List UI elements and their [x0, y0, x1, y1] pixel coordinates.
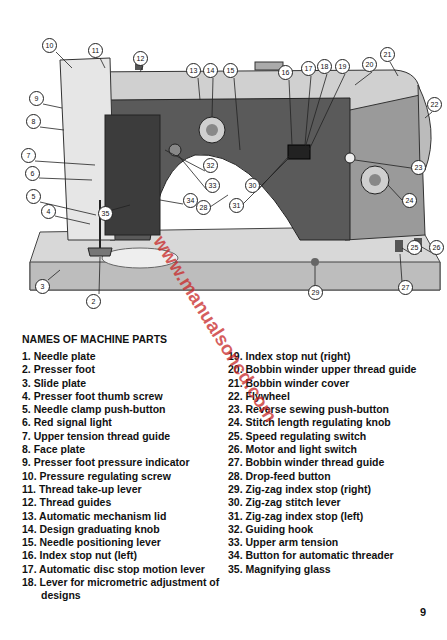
- part-name: 33. Upper arm tension: [228, 536, 423, 549]
- callout-number: 18: [317, 59, 332, 74]
- part-name: 9. Presser foot pressure indicator: [22, 456, 222, 469]
- callout-number: 24: [402, 193, 417, 208]
- callout-number: 10: [42, 38, 57, 53]
- callout-number: 30: [245, 178, 260, 193]
- page-number: 9: [420, 606, 426, 618]
- part-name: 31. Zig-zag index stop (left): [228, 510, 423, 523]
- part-name: 27. Bobbin winder thread guide: [228, 456, 423, 469]
- callout-number: 23: [411, 160, 426, 175]
- part-name: 28. Drop-feed button: [228, 470, 423, 483]
- callout-number: 4: [41, 204, 56, 219]
- callout-number: 5: [26, 189, 41, 204]
- part-name: 30. Zig-zag stitch lever: [228, 496, 423, 509]
- callout-number: 6: [25, 166, 40, 181]
- callout-number: 35: [98, 206, 113, 221]
- callout-number: 12: [133, 51, 148, 66]
- part-name: 4. Presser foot thumb screw: [22, 390, 222, 403]
- callout-number: 19: [335, 59, 350, 74]
- callout-number: 21: [380, 47, 395, 62]
- part-name: 2. Presser foot: [22, 363, 222, 376]
- list-heading: NAMES OF MACHINE PARTS: [22, 333, 167, 345]
- part-name: 1. Needle plate: [22, 350, 222, 363]
- part-name: 26. Motor and light switch: [228, 443, 423, 456]
- callout-number: 32: [203, 158, 218, 173]
- callout-number: 17: [301, 61, 316, 76]
- part-name: 12. Thread guides: [22, 496, 222, 509]
- callout-number: 11: [88, 43, 103, 58]
- part-name: 3. Slide plate: [22, 377, 222, 390]
- part-name: 13. Automatic mechanism lid: [22, 510, 222, 523]
- part-name: 19. Index stop nut (right): [228, 350, 423, 363]
- part-name: 5. Needle clamp push-button: [22, 403, 222, 416]
- callout-number: 28: [196, 200, 211, 215]
- callout-number: 29: [308, 285, 323, 300]
- part-name: 15. Needle positioning lever: [22, 536, 222, 549]
- part-name: 7. Upper tension thread guide: [22, 430, 222, 443]
- callout-number: 7: [21, 148, 36, 163]
- part-name: 35. Magnifying glass: [228, 563, 423, 576]
- callout-number: 22: [427, 97, 442, 112]
- callout-number: 25: [407, 240, 422, 255]
- callout-number: 33: [205, 178, 220, 193]
- callout-number: 9: [29, 91, 44, 106]
- callout-number: 27: [398, 280, 413, 295]
- part-name: 32. Guiding hook: [228, 523, 423, 536]
- callout-number: 8: [26, 114, 41, 129]
- part-name: 6. Red signal light: [22, 416, 222, 429]
- part-name: 11. Thread take-up lever: [22, 483, 222, 496]
- part-name: 17. Automatic disc stop motion lever: [22, 563, 222, 576]
- part-name: 34. Button for automatic threader: [228, 549, 423, 562]
- callout-number: 26: [429, 240, 444, 255]
- callout-number: 14: [203, 63, 218, 78]
- parts-column: 1. Needle plate2. Presser foot3. Slide p…: [22, 350, 222, 603]
- callout-number: 15: [223, 63, 238, 78]
- part-name: 18. Lever for micrometric adjustment of …: [22, 576, 222, 603]
- part-name: 29. Zig-zag index stop (right): [228, 483, 423, 496]
- part-name: 25. Speed regulating switch: [228, 430, 423, 443]
- part-name: 10. Pressure regulating screw: [22, 470, 222, 483]
- part-name: 20. Bobbin winder upper thread guide: [228, 363, 423, 376]
- part-name: 8. Face plate: [22, 443, 222, 456]
- part-name: 16. Index stop nut (left): [22, 549, 222, 562]
- callout-number: 31: [229, 198, 244, 213]
- callout-number: 16: [278, 65, 293, 80]
- callout-number: 20: [362, 57, 377, 72]
- callout-number: 3: [35, 279, 50, 294]
- part-name: 14. Design graduating knob: [22, 523, 222, 536]
- callout-number: 13: [186, 63, 201, 78]
- callout-number: 2: [86, 294, 101, 309]
